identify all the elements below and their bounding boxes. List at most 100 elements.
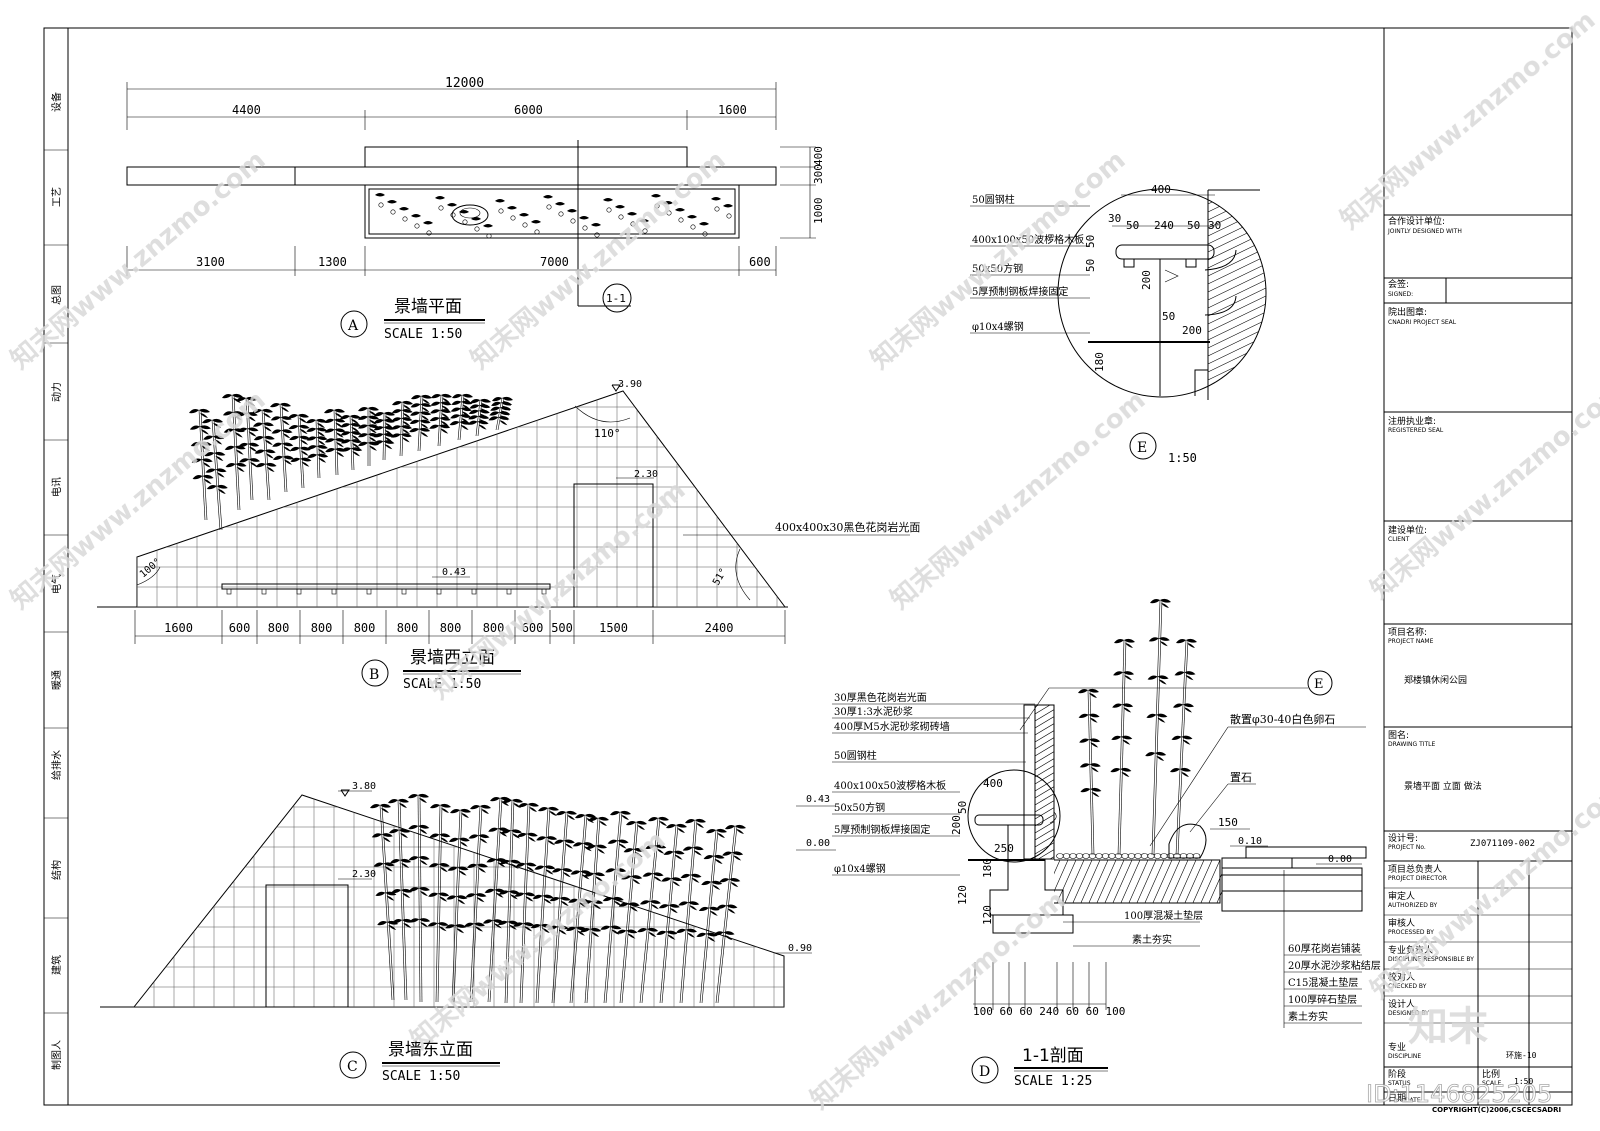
- bamboo-b-leaf: [373, 440, 395, 450]
- dim-12000: 12000: [445, 76, 484, 91]
- bamboo-b-leaf: [289, 446, 311, 456]
- bamboo-b-leaf: [252, 408, 273, 418]
- bamboo-c-leaf: [409, 918, 431, 928]
- tb-copyright: COPYRIGHT(C)2006,CSCECSADRI: [1432, 1106, 1561, 1114]
- bamboo-c-leaf: [532, 894, 554, 904]
- tb-row-en-1: AUTHORIZED BY: [1388, 902, 1438, 909]
- bamboo-b-leaf: [204, 451, 226, 461]
- bamboo-c-leaf: [680, 873, 702, 883]
- b-elev-bench: 0.43: [442, 567, 466, 578]
- b-elev-top: 3.90: [618, 379, 642, 390]
- plan-leaf: [615, 205, 625, 220]
- dim-1300: 1300: [318, 255, 347, 269]
- bamboo-b-leaf: [324, 408, 345, 418]
- tb-row-cn-3: 专业负责人: [1388, 944, 1433, 956]
- bamboo-b-leaf: [307, 453, 329, 463]
- bamboo-b-leaf: [224, 445, 246, 455]
- bamboo-c-leaf: [408, 824, 430, 835]
- pebble: [1127, 853, 1136, 859]
- tb-jointly-cn: 合作设计单位:: [1388, 215, 1445, 227]
- bamboo-c-leaf: [408, 793, 429, 803]
- e-dim-240: 240: [1154, 219, 1174, 232]
- plan-leaf: [459, 210, 469, 225]
- watermark-text-7: 知末网www.znzmo.com: [1365, 375, 1600, 605]
- bamboo-b-stem: [457, 394, 463, 441]
- d-right-note-1: 置石: [1230, 771, 1252, 784]
- plan-leaf: [555, 202, 565, 217]
- bamboo-d-leaf: [1150, 598, 1171, 608]
- plan-leaf: [435, 196, 445, 211]
- pebble: [1062, 853, 1071, 859]
- bamboo-b-stem: [261, 409, 269, 501]
- bamboo-c-leaf: [549, 896, 571, 906]
- bamboo-d-stem: [1117, 639, 1125, 856]
- bamboo-b-leaf: [431, 393, 452, 403]
- bamboo-d-leaf: [1079, 763, 1101, 773]
- bamboo-d-leaf: [1113, 671, 1135, 681]
- bamboo-b-leaf: [236, 412, 258, 422]
- plan-leaf: [519, 213, 529, 228]
- bamboo-b-leaf: [205, 468, 227, 478]
- b-dim-7: 800: [483, 621, 505, 635]
- e-note-4: φ10x4螺钢: [972, 320, 1024, 333]
- bamboo-b-leaf: [203, 435, 225, 445]
- tb-client-cn: 建设单位:: [1388, 524, 1427, 536]
- bamboo-c-leaf: [446, 895, 468, 905]
- watermark-text-1: 知末网www.znzmo.com: [465, 145, 731, 375]
- bamboo-c-leaf: [429, 833, 451, 843]
- bamboo-c-leaf: [500, 829, 522, 839]
- bamboo-c-leaf: [616, 929, 638, 939]
- bamboo-c-leaf: [703, 854, 725, 864]
- plan-leaf: [711, 197, 721, 212]
- plan-leaf: [675, 208, 685, 223]
- e-dim-30a: 30: [1108, 212, 1121, 225]
- bamboo-c-leaf: [408, 887, 430, 897]
- bamboo-c-leaf: [499, 859, 521, 869]
- bamboo-c-leaf: [610, 810, 631, 820]
- bamboo-c-leaf: [722, 851, 744, 861]
- plan-leaf: [471, 217, 481, 232]
- bamboo-c-leaf: [389, 828, 411, 838]
- d-base-dims: 100 60 60 240 60 60 100: [973, 1005, 1125, 1018]
- bamboo-c-stem: [451, 809, 461, 1003]
- pebble: [1134, 853, 1142, 859]
- bamboo-c-leaf: [618, 902, 640, 912]
- b-dim-3: 800: [311, 621, 333, 635]
- bamboo-c-leaf: [645, 844, 667, 854]
- tb-reg-en: REGISTERED SEAL: [1388, 427, 1444, 434]
- bamboo-c-stem: [435, 804, 441, 1003]
- view-a-marker: A: [347, 318, 359, 334]
- bamboo-c-leaf: [642, 872, 664, 882]
- view-b-west-elevation: 3.90 2.30 0.43 110° 100° 51° 400x400x30黑…: [97, 379, 920, 692]
- bamboo-c-stem: [469, 805, 481, 1003]
- bamboo-b-stem: [245, 397, 252, 501]
- plan-leaf: [423, 221, 433, 236]
- side-label-9: 建筑: [50, 955, 63, 975]
- tb-row-cn-5: 设计人: [1388, 998, 1415, 1010]
- tb-seal-en: CNADRI PROJECT SEAL: [1388, 319, 1457, 326]
- bamboo-b-leaf: [289, 435, 311, 445]
- d-dim-120b: 120: [981, 905, 994, 925]
- bamboo-b-stem: [198, 409, 206, 521]
- tb-signed-en: SIGNED:: [1388, 291, 1413, 298]
- bamboo-b-leaf: [190, 441, 212, 451]
- d-left-note-5: 50x50方钢: [834, 801, 885, 814]
- bamboo-c-leaf: [656, 930, 678, 940]
- e-dim-180: 180: [1093, 352, 1106, 372]
- bamboo-c-leaf: [373, 862, 395, 872]
- e-dim-200a: 200: [1140, 270, 1153, 290]
- watermark-text-5: 知末网www.znzmo.com: [425, 475, 691, 705]
- side-label-3: 动力: [50, 382, 63, 402]
- bamboo-b-stem: [349, 415, 353, 471]
- bamboo-b-leaf: [411, 394, 432, 404]
- plan-leaf: [651, 194, 661, 209]
- d-left-note-1: 30厚1:3水泥砂浆: [834, 705, 913, 718]
- bamboo-c-leaf: [678, 901, 700, 911]
- tb-scale-en: SCALE: [1482, 1080, 1501, 1087]
- bamboo-c-leaf: [530, 923, 552, 933]
- side-label-5: 电气: [50, 574, 63, 594]
- d-callout-e: E: [1314, 677, 1324, 692]
- plan-leaf: [699, 222, 709, 237]
- bamboo-c-leaf: [447, 866, 469, 876]
- bamboo-b-leaf: [255, 462, 277, 472]
